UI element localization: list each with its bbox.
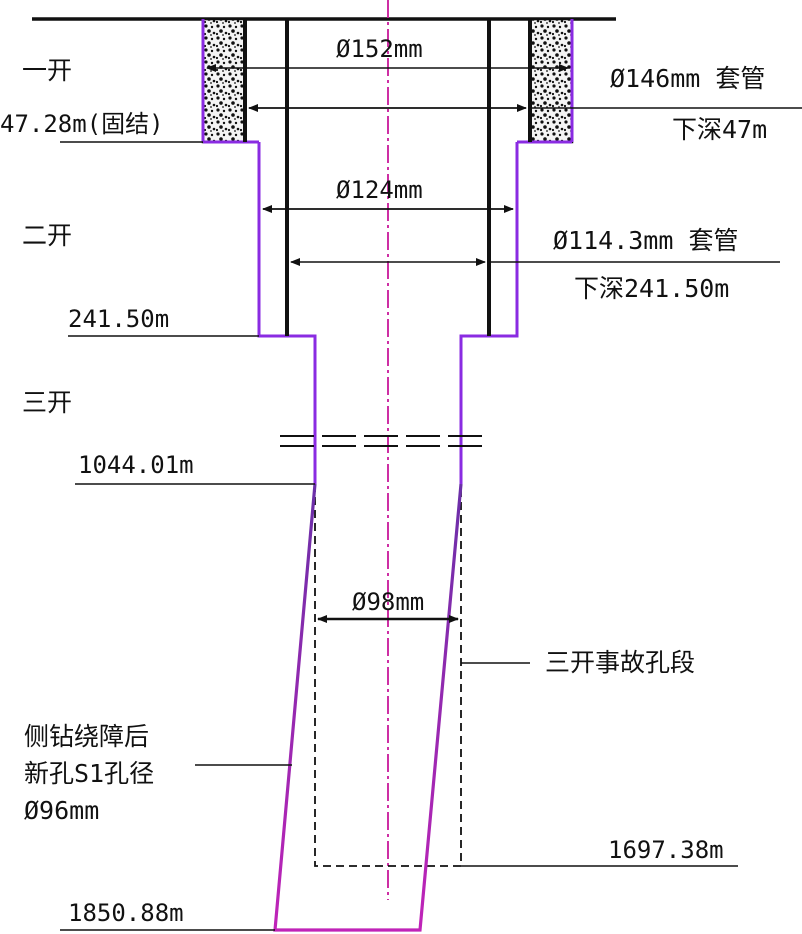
sidetrack-note-line1: 侧钻绕障后	[24, 722, 149, 751]
diameter-152-label: Ø152mm	[336, 35, 423, 63]
casing-146-depth-label: 下深47m	[672, 115, 767, 144]
cement-block-left	[201, 17, 247, 144]
sidetrack-note-line3: Ø96mm	[24, 796, 99, 825]
stage-second-label: 二开	[22, 221, 72, 250]
casing-146-size-label: Ø146mm 套管	[610, 64, 765, 93]
sidetrack-hole-s1	[273, 483, 463, 932]
cement-block-right	[528, 17, 574, 144]
depth-second-label: 241.50m	[68, 305, 169, 333]
stage-third-label: 三开	[22, 388, 72, 417]
diameter-98-label: Ø98mm	[352, 588, 424, 616]
casing-114-depth-label: 下深241.50m	[574, 274, 729, 303]
accident-section-label: 三开事故孔段	[545, 648, 695, 677]
depth-first-label: 47.28m(固结)	[0, 110, 164, 138]
diameter-124-label: Ø124mm	[336, 176, 423, 204]
depth-third-label: 1044.01m	[78, 451, 194, 479]
sidetrack-note-line2: 新孔S1孔径	[24, 759, 154, 788]
depth-final-bottom-label: 1850.88m	[68, 899, 184, 927]
depth-accident-bottom-label: 1697.38m	[608, 836, 724, 864]
casing-114-size-label: Ø114.3mm 套管	[553, 226, 738, 255]
stage-first-label: 一开	[22, 56, 72, 85]
accident-hole-outline	[314, 484, 462, 867]
